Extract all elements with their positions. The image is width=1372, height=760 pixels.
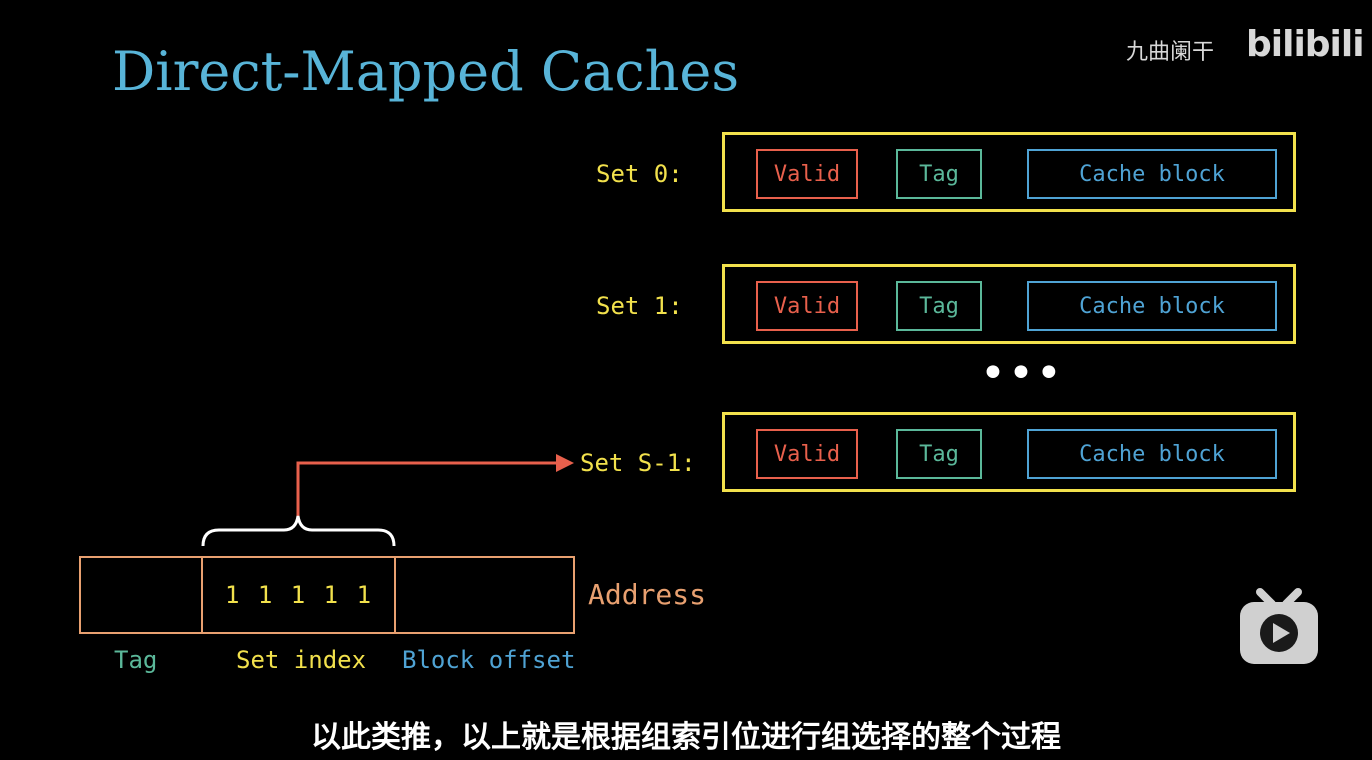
- set-1-cache-block: Cache block: [1027, 281, 1277, 331]
- address-block-offset-field: [394, 556, 575, 634]
- set-s-minus-1-cache-block: Cache block: [1027, 429, 1277, 479]
- channel-watermark: 九曲阑干: [1126, 40, 1215, 65]
- set-0-label: Set 0:: [596, 160, 683, 188]
- set-1-tag: Tag: [896, 281, 982, 331]
- address-set-index-field: 1 1 1 1 1: [201, 556, 396, 634]
- set-1-valid: Valid: [756, 281, 858, 331]
- bilibili-tv-play-icon[interactable]: [1238, 588, 1320, 666]
- set-s-minus-1-row: Valid Tag Cache block: [722, 412, 1296, 492]
- tag-field-label: Tag: [114, 646, 158, 674]
- set-index-field-label: Set index: [236, 646, 367, 674]
- ellipsis-dots: •••: [980, 348, 1064, 399]
- set-index-bits: 1 1 1 1 1: [224, 581, 373, 609]
- arrow-head-icon: [556, 454, 574, 472]
- bilibili-logo: bilibili: [1246, 24, 1365, 65]
- set-s-minus-1-valid: Valid: [756, 429, 858, 479]
- set-s-minus-1-tag: Tag: [896, 429, 982, 479]
- set-0-row: Valid Tag Cache block: [722, 132, 1296, 212]
- set-index-arrow: [296, 461, 560, 516]
- address-tag-field: [79, 556, 203, 634]
- block-offset-field-label: Block offset: [402, 646, 576, 674]
- set-0-valid: Valid: [756, 149, 858, 199]
- slide-title: Direct-Mapped Caches: [112, 40, 740, 103]
- set-1-row: Valid Tag Cache block: [722, 264, 1296, 344]
- set-s-minus-1-label: Set S-1:: [580, 449, 696, 477]
- set-1-label: Set 1:: [596, 292, 683, 320]
- video-subtitle: 以此类推，以上就是根据组索引位进行组选择的整个过程: [311, 720, 1061, 755]
- set-0-cache-block: Cache block: [1027, 149, 1277, 199]
- address-label: Address: [588, 578, 707, 611]
- set-index-brace: [201, 515, 396, 547]
- set-0-tag: Tag: [896, 149, 982, 199]
